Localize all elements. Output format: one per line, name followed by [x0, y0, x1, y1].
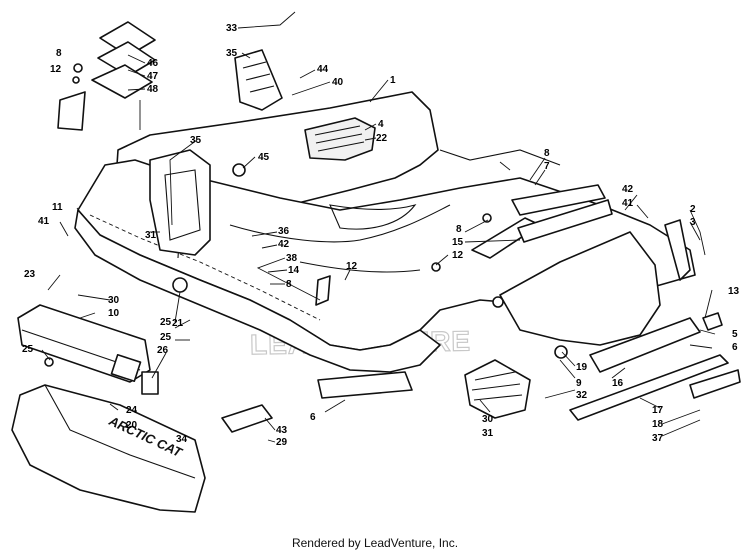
callout-31-bottom: 32 — [576, 390, 588, 401]
callout-46: 46 — [147, 58, 159, 69]
callout-35-upper: 35 — [190, 135, 202, 146]
callout-24: 24 — [126, 405, 138, 416]
callout-36: 37 — [652, 433, 664, 444]
leader-lines — [41, 11, 716, 443]
callout-labels: 33 35 44 40 1 4 22 8 12 46 47 48 35 45 1… — [22, 23, 740, 448]
callout-37: 40 — [332, 77, 344, 88]
callout-11: 11 — [52, 202, 63, 213]
callout-9: 9 — [576, 378, 582, 389]
callout-18: 17 — [652, 405, 664, 416]
callout-8-top-left: 8 — [56, 48, 62, 59]
mounting-plate-stack — [57, 21, 156, 131]
callout-23: 23 — [24, 269, 36, 280]
callout-6-right: 6 — [732, 342, 738, 353]
callout-8-mid: 8 — [286, 279, 292, 290]
callout-25-mid: 25 — [160, 332, 172, 343]
callout-3: 3 — [690, 217, 696, 228]
callout-30-bottom: 31 — [482, 428, 494, 439]
callout-44: 44 — [317, 64, 329, 75]
air-intake-boot — [234, 49, 283, 111]
callout-45: 45 — [258, 152, 270, 163]
callout-21: 20 — [126, 420, 138, 431]
callout-42: 43 — [276, 425, 288, 436]
callout-12-mid: 12 — [346, 261, 358, 272]
callout-10: 10 — [108, 308, 120, 319]
callout-22: 21 — [172, 318, 184, 329]
callout-40: 41 — [38, 216, 50, 227]
callout-16: 16 — [612, 378, 624, 389]
callout-28: 30 — [108, 295, 120, 306]
callout-6-bottom: 6 — [310, 412, 316, 423]
callout-19: 18 — [652, 419, 664, 430]
callout-29: 30 — [482, 414, 494, 425]
callout-2: 2 — [690, 204, 696, 215]
callout-13: 13 — [728, 286, 740, 297]
rubber-boot — [464, 359, 531, 419]
callout-8-right-mid: 8 — [456, 224, 462, 235]
callout-20: 19 — [576, 362, 588, 373]
nose-cone: ARCTIC CAT — [11, 384, 206, 513]
callout-39: 31 — [145, 230, 157, 241]
callout-43: 42 — [622, 184, 634, 195]
callout-38: 41 — [622, 198, 634, 209]
callout-34: 38 — [286, 253, 298, 264]
callout-5: 5 — [732, 329, 738, 340]
callout-33: 35 — [226, 48, 238, 59]
right-side-rails — [471, 184, 741, 421]
callout-15: 15 — [452, 237, 464, 248]
callout-7: 7 — [544, 161, 550, 172]
callout-47: 47 — [147, 71, 159, 82]
callout-12-top-left: 12 — [50, 64, 62, 75]
callout-17: 22 — [376, 133, 388, 144]
callout-4: 4 — [378, 119, 384, 130]
callout-27: 29 — [276, 437, 288, 448]
callout-25-top: 25 — [160, 317, 172, 328]
callout-14: 14 — [288, 265, 300, 276]
callout-25-left: 25 — [22, 344, 34, 355]
front-bumper — [17, 304, 151, 383]
small-hardware — [44, 63, 723, 433]
callout-41: 42 — [278, 239, 290, 250]
callout-12-right: 12 — [452, 250, 464, 261]
render-credit-caption: Rendered by LeadVenture, Inc. — [291, 536, 459, 550]
callout-32: 34 — [176, 434, 188, 445]
callout-31-top: 33 — [226, 23, 238, 34]
callout-8-right: 8 — [544, 148, 550, 159]
callout-35-lower: 36 — [278, 226, 290, 237]
callout-48: 48 — [147, 84, 159, 95]
callout-1: 1 — [390, 75, 396, 86]
callout-26: 26 — [157, 345, 169, 356]
